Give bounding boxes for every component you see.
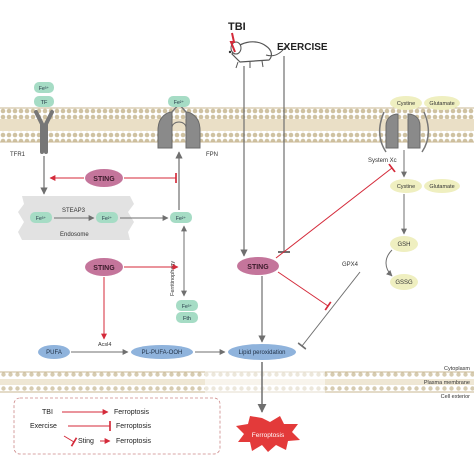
pufa-node bbox=[38, 345, 70, 359]
cystine-out-node bbox=[390, 96, 422, 110]
gpx4-label: GPX4 bbox=[342, 262, 359, 268]
edge-sting-gpx4-inhibit bbox=[277, 271, 332, 311]
cell-exterior-label: Cell exterior bbox=[441, 394, 471, 400]
fe2-fpn-node bbox=[168, 96, 190, 107]
legend-box: TBI Ferroptosis Exercise Ferroptosis Sti… bbox=[13, 397, 221, 455]
gssg-label: GSSG bbox=[395, 280, 413, 286]
lipid-peroxidation-node bbox=[228, 344, 296, 360]
tbi-title: TBI bbox=[228, 21, 246, 33]
fth-node bbox=[176, 312, 198, 323]
gsh-node bbox=[390, 236, 418, 252]
fpn-label: FPN bbox=[206, 152, 218, 158]
glutamate-in-label: Glutamate bbox=[429, 184, 454, 190]
sting-center-label: STING bbox=[247, 264, 269, 271]
steap3-label: STEAP3 bbox=[62, 208, 86, 214]
ferroptosis-burst-shape bbox=[236, 416, 300, 452]
ferritinophagy-label: Ferritinophagy bbox=[170, 261, 176, 296]
exercise-title: EXERCISE bbox=[277, 42, 328, 53]
ferroptosis-outcome-label: Ferroptosis bbox=[252, 432, 285, 439]
cytoplasm-label: Cytoplasm bbox=[444, 366, 470, 372]
cystine-out-label: Cystine bbox=[397, 101, 415, 107]
legend-row3-inhibit bbox=[63, 435, 78, 447]
fpn-channel-icon bbox=[157, 102, 201, 149]
legend-row2-to: Ferroptosis bbox=[116, 423, 152, 430]
pl-pufa-ooh-node bbox=[131, 345, 193, 359]
fth-label: Fth bbox=[183, 316, 191, 322]
pufa-label: PUFA bbox=[46, 350, 62, 356]
sting-top-node bbox=[85, 169, 123, 187]
pathway-edges bbox=[40, 56, 407, 413]
sting-center-node bbox=[237, 257, 279, 275]
legend-row2-from: Exercise bbox=[30, 423, 57, 430]
gssg-node bbox=[390, 274, 418, 290]
system-xc-transporter-icon bbox=[379, 111, 429, 153]
fe2-fpn-label: Fe²⁺ bbox=[174, 100, 185, 106]
glutamate-out-node bbox=[424, 96, 460, 110]
glutamate-in-node bbox=[424, 179, 460, 193]
system-xc-label: System Xc bbox=[368, 158, 397, 164]
fe2-pool-label: Fe²⁺ bbox=[176, 216, 187, 222]
fe3-endosome-label: Fe³⁺ bbox=[36, 216, 47, 222]
legend-row3-to: Ferroptosis bbox=[116, 438, 152, 445]
gsh-label: GSH bbox=[397, 242, 410, 248]
glutamate-out-label: Glutamate bbox=[429, 101, 454, 107]
edge-sting-systemxc-inhibit bbox=[275, 163, 396, 259]
lower-membrane bbox=[0, 366, 474, 396]
plasma-membrane-label: Plasma membrane bbox=[424, 380, 470, 386]
tf-node bbox=[34, 96, 54, 107]
cystine-in-node bbox=[390, 179, 422, 193]
acsl4-label: Acsl4 bbox=[98, 342, 111, 348]
tfr1-label: TFR1 bbox=[10, 152, 26, 158]
legend-row1-from: TBI bbox=[42, 409, 53, 416]
tfr1-receptor-icon bbox=[34, 110, 54, 154]
edge-gpx4-lipid-inhibit bbox=[297, 271, 361, 350]
mouse-icon bbox=[228, 41, 287, 69]
fe3-top-label: Fe³⁺ bbox=[39, 86, 50, 92]
upper-membrane bbox=[0, 107, 474, 143]
edge-gsh-gssg bbox=[385, 249, 393, 277]
lipid-peroxidation-label: Lipid peroxidation bbox=[238, 350, 285, 356]
fe3-top-node bbox=[34, 82, 54, 93]
tf-label: TF bbox=[41, 100, 48, 106]
cystine-in-label: Cystine bbox=[397, 184, 415, 190]
fe2-pool-node bbox=[170, 212, 192, 223]
fe2-endosome-node bbox=[96, 212, 118, 223]
sting-top-label: STING bbox=[93, 176, 115, 183]
injury-bolt-icon bbox=[229, 32, 236, 53]
sting-mid-label: STING bbox=[93, 265, 115, 272]
fe3-fth-label: Fe³⁺ bbox=[182, 304, 193, 310]
endosome-label: Endosome bbox=[60, 232, 89, 238]
legend-row1-to: Ferroptosis bbox=[114, 409, 150, 416]
sting-mid-node bbox=[85, 258, 123, 276]
fe3-endosome-node bbox=[30, 212, 52, 223]
fe2-endosome-label: Fe²⁺ bbox=[102, 216, 113, 222]
legend-row3-from: Sting bbox=[78, 438, 94, 445]
pl-pufa-ooh-label: PL-PUFA-OOH bbox=[142, 350, 183, 356]
fe3-fth-node bbox=[176, 300, 198, 311]
